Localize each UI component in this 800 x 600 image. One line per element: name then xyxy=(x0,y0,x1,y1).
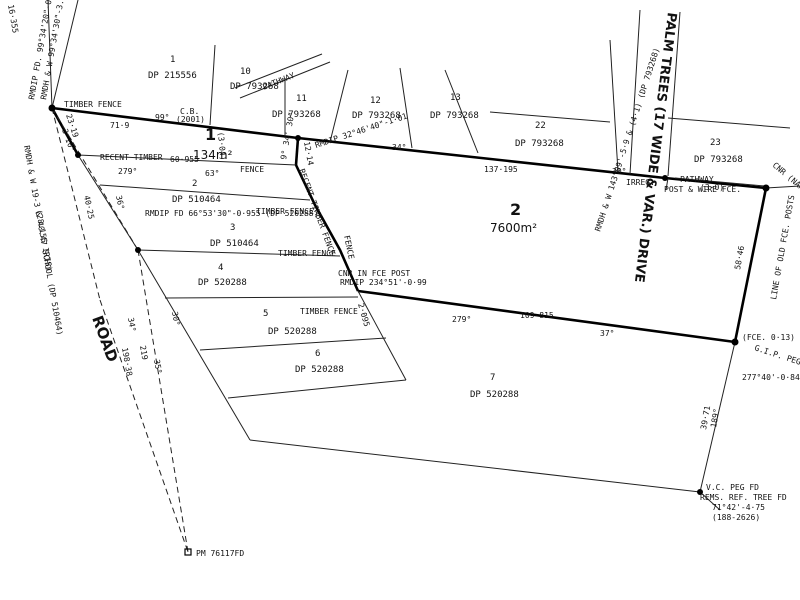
lot1-area: 134m² xyxy=(193,148,233,162)
existing-lots: 1 DP 215556 10 DP 793268 11 DP 793268 12… xyxy=(148,55,743,400)
b30-left: 30° xyxy=(170,311,181,327)
sl7-num: 7 xyxy=(490,373,495,383)
b30: 30° xyxy=(612,167,626,176)
irreg: IRREG. xyxy=(626,178,655,187)
cb-sub: (2001) xyxy=(176,115,205,124)
post-wire: POST & WIRE FCE. xyxy=(664,185,741,194)
lot2-area: 7600m² xyxy=(490,221,537,235)
gip-b: 277°40'-0·84 xyxy=(742,373,800,382)
dist-left: (28.155 IRIS) xyxy=(34,209,54,272)
nl1-num: 1 xyxy=(170,55,175,65)
b279-b: 279° xyxy=(452,315,471,324)
timber-fence-bearing: 99° xyxy=(155,113,169,122)
sl3-dp: DP 510464 xyxy=(210,239,259,249)
sl5-dp: DP 520288 xyxy=(268,327,317,337)
dist-71-9: 71·9 xyxy=(110,121,129,130)
sl4-dp: DP 520288 xyxy=(198,278,247,288)
b37: 37° xyxy=(600,329,614,338)
road-label: ROAD xyxy=(88,313,121,364)
nl11-num: 11 xyxy=(296,94,307,104)
rmdip-234: RMDIP 234°51'-0·99 xyxy=(340,278,427,287)
lot1-boundary-south xyxy=(77,154,297,166)
annotations: RMDIP FD. 99°34'20"-0.545 (DP 510464) RM… xyxy=(6,0,800,558)
sl6-dp: DP 520288 xyxy=(295,365,344,375)
dist-39-71: 39·71 xyxy=(699,405,712,430)
nl13-dp: DP 793268 xyxy=(430,111,479,121)
b35: 35° xyxy=(152,359,163,375)
dist-219: 219 xyxy=(138,345,149,361)
nl11-dp: DP 793268 xyxy=(272,110,321,120)
dist-2-095: 2·095 xyxy=(356,302,371,328)
lot2-boundary-south xyxy=(357,289,736,344)
sl7-dp: DP 520288 xyxy=(470,390,519,400)
dist-58-46: 58·46 xyxy=(733,245,746,270)
pm-label: PM 76117FD xyxy=(196,549,244,558)
lot1-number: 1 xyxy=(205,125,216,144)
lot1-boundary-east xyxy=(294,137,300,166)
timber-fence-mid: TIMBER FENCE xyxy=(256,207,314,216)
nl10-dp: DP 793268 xyxy=(230,82,279,92)
dist-60-955: 60·955 xyxy=(170,155,199,164)
nl13-num: 13 xyxy=(450,93,461,103)
cnr-fce: CNR IN FCE POST xyxy=(338,269,410,278)
rmdip-fd: RMDIP FD 66°53'30"-0·955 (DP 520288) xyxy=(145,209,318,218)
neighbour-lines xyxy=(47,0,800,511)
fence-recent: RECENT TIMBER xyxy=(100,153,163,162)
b279-a: 279° xyxy=(118,167,137,176)
pathway-right: PATHWAY xyxy=(680,175,714,184)
nl10-num: 10 xyxy=(240,67,251,77)
sl6-num: 6 xyxy=(315,349,320,359)
nl1-dp: DP 215556 xyxy=(148,71,197,81)
road-boundary xyxy=(51,107,189,553)
sl3-num: 3 xyxy=(230,223,235,233)
nl22-num: 22 xyxy=(535,121,546,131)
timber-fence-top-text: TIMBER FENCE xyxy=(64,100,122,109)
dist-40-25: 40·25 xyxy=(82,195,96,221)
nl23-dp: DP 793268 xyxy=(694,155,743,165)
vc-peg: V.C. PEG FD xyxy=(706,483,759,492)
sl2-dp: DP 510464 xyxy=(172,195,221,205)
dist-top-corner: 16·355 xyxy=(6,4,20,34)
nl22-dp: DP 793268 xyxy=(515,139,564,149)
lot1-boundary-west xyxy=(50,107,80,156)
rems: REMS. REF. TREE FD xyxy=(700,493,787,502)
b34-road: 34° xyxy=(126,317,137,333)
b34: 34° xyxy=(392,143,406,152)
b63: 63° xyxy=(205,169,219,178)
sl4-num: 4 xyxy=(218,263,223,273)
nl12-dp: DP 793268 xyxy=(352,111,401,121)
b189: 189° xyxy=(709,408,721,429)
fence-label: FENCE xyxy=(240,165,264,174)
dist-137-195: 137·195 xyxy=(484,165,518,174)
line-old: LINE OF OLD FCE. POSTS xyxy=(769,194,796,300)
cb-label: C.B. xyxy=(180,107,199,116)
lot1-side-dist: (3·04) xyxy=(216,131,227,161)
sl2-num: 2 xyxy=(192,179,197,189)
timber-fence-5: TIMBER FENCE xyxy=(300,307,358,316)
dist-109-815: 109·815 xyxy=(520,311,554,320)
lot2-boundary-west xyxy=(294,164,360,292)
pathway-right-dist: (3·0) xyxy=(700,183,724,192)
nl23-num: 23 xyxy=(710,138,721,148)
dist-188: (188-2626) xyxy=(712,513,760,522)
lot2-number: 2 xyxy=(510,200,521,219)
nl12-num: 12 xyxy=(370,96,381,106)
sl5-num: 5 xyxy=(263,309,268,319)
lot2-boundary-north xyxy=(51,106,767,190)
survey-marks xyxy=(48,104,770,556)
timber-fence-4: TIMBER FENCE xyxy=(278,249,336,258)
fce-013: (FCE. 0·13) xyxy=(742,333,795,342)
lot2-boundary-east xyxy=(733,187,768,343)
dist-12-14: 12·14 xyxy=(302,141,315,166)
bearing-71: 71°42'-4·75 xyxy=(712,503,765,512)
b36-left: 36° xyxy=(114,195,126,211)
